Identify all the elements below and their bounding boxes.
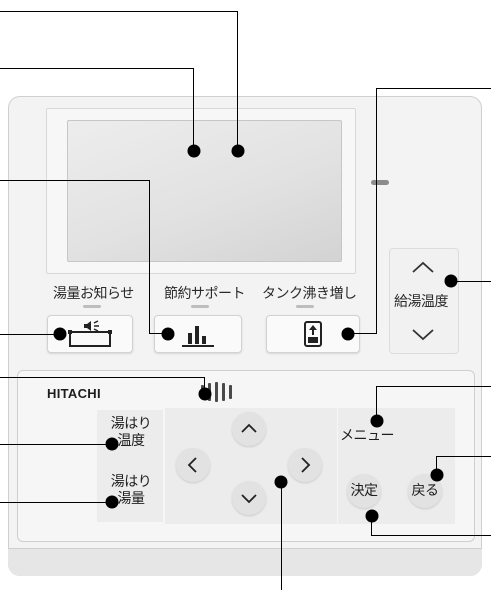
chevron-down-icon xyxy=(412,329,434,341)
fill-volume-label-line2: 湯量 xyxy=(117,491,146,507)
eco-support-led xyxy=(191,305,209,308)
fill-temp-label-line2: 温度 xyxy=(117,433,146,449)
dpad-down-button[interactable] xyxy=(232,481,266,515)
chevron-left-icon xyxy=(187,457,197,473)
speaker-bath-icon xyxy=(68,320,112,347)
brand-logo: HITACHI xyxy=(47,386,101,401)
dpad-up-button[interactable] xyxy=(232,412,266,446)
enter-label: 決定 xyxy=(350,483,379,499)
tank-boost-label: タンク沸き増し xyxy=(262,286,357,302)
supply-temp-up-button[interactable] xyxy=(400,254,446,282)
lcd-display xyxy=(67,120,342,262)
fill-volume-label-line1: 湯はり xyxy=(110,474,152,490)
volume-notice-led xyxy=(83,305,101,308)
fill-temp-label-line1: 湯はり xyxy=(110,416,152,432)
chevron-down-icon xyxy=(241,494,257,504)
status-indicator-lamp xyxy=(371,180,389,185)
tank-boost-led xyxy=(296,305,314,308)
supply-temp-group xyxy=(389,248,459,354)
supply-temp-down-button[interactable] xyxy=(400,320,446,348)
chevron-up-icon xyxy=(412,261,434,273)
enter-button[interactable]: 決定 xyxy=(347,474,381,508)
eco-support-label: 節約サポート xyxy=(164,286,246,302)
dpad-right-button[interactable] xyxy=(288,448,322,482)
fill-volume-button[interactable]: 湯はり 湯量 xyxy=(106,474,156,508)
remote-controller-base xyxy=(8,548,482,576)
chevron-up-icon xyxy=(241,423,257,433)
volume-notice-label: 湯量お知らせ xyxy=(53,286,134,302)
fill-temp-button[interactable]: 湯はり 温度 xyxy=(106,416,156,450)
bar-chart-icon xyxy=(182,326,214,347)
menu-button[interactable]: メニュー xyxy=(340,428,395,444)
tank-up-arrow-icon xyxy=(304,321,322,347)
supply-temp-label: 給湯温度 xyxy=(394,294,449,310)
chevron-right-icon xyxy=(301,457,311,473)
dpad-left-button[interactable] xyxy=(176,448,210,482)
back-label: 戻る xyxy=(411,483,440,499)
